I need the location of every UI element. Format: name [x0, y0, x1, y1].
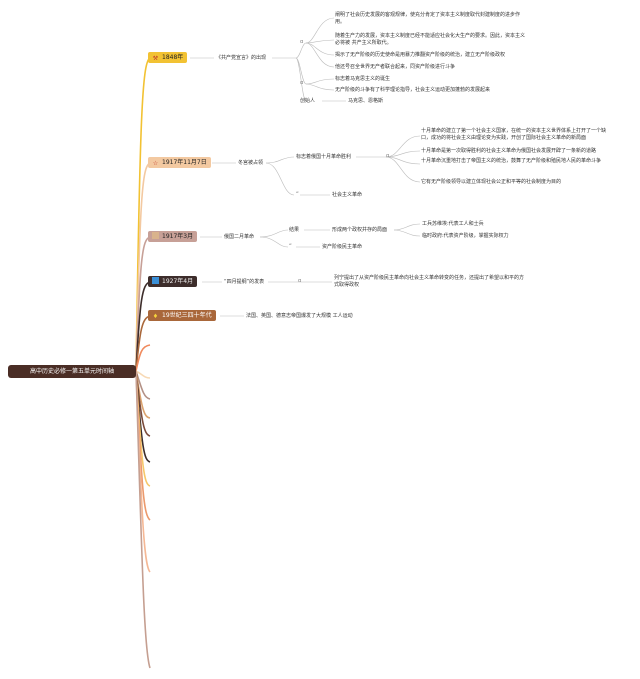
- node-19th-label: 19世纪三四十年代: [162, 312, 212, 319]
- node-1848-founder-value[interactable]: 马克思、恩格斯: [348, 98, 384, 104]
- node-19th-desc[interactable]: 法国、英国、德意志帝国爆发了大规模 工人运动: [246, 313, 353, 319]
- node-1927-mid[interactable]: “四月提纲”的发表: [224, 279, 265, 285]
- node-1917-11-mid[interactable]: 冬宫被占领: [238, 160, 264, 166]
- node-1917-11-sub2[interactable]: 社会主义革命: [332, 192, 363, 198]
- blue-square-icon: [152, 277, 159, 284]
- square-icon: [152, 232, 159, 239]
- branch-1848: [135, 57, 151, 372]
- branch-1917-3: [135, 236, 151, 372]
- node-1848-sig-2[interactable]: 无产阶级的斗争有了科学理论指导，社会主义运动更加蓬勃的发展起来: [335, 87, 491, 93]
- node-1917-3-nature[interactable]: 资产阶级民主革命: [322, 244, 363, 250]
- node-1848-mid[interactable]: 《共产党宣言》的出现: [216, 55, 267, 61]
- node-1917-3-label: 1917年3月: [162, 233, 194, 240]
- node-1848-sig-1[interactable]: 标志着马克思主义的诞生: [335, 76, 391, 82]
- node-1917-11-item-4[interactable]: 它有无产阶级领导以建立体现社会公正和平等的社会制度为目的: [421, 179, 562, 185]
- collapse-toggle[interactable]: ʷ: [296, 191, 299, 197]
- collapse-toggle[interactable]: ɑ: [300, 80, 304, 86]
- node-1917-11-item-2[interactable]: 十月革命是第一次取得胜利的社会主义革命为俄国社会发展开辟了一条新的道路: [421, 148, 597, 154]
- node-1917-3-result[interactable]: 结果: [289, 227, 300, 233]
- node-1848-founder-label[interactable]: 创始人: [300, 98, 316, 104]
- collapse-toggle[interactable]: ʷ: [289, 243, 292, 249]
- node-1848-label: 1848年: [162, 54, 184, 61]
- node-1848-item-1[interactable]: 阐明了社会历史发展的客观规律，使充分肯定了资本主义制度取代封建制度的进步作用。: [335, 12, 521, 25]
- node-1917-3-mid[interactable]: 俄国二月革命: [224, 234, 255, 240]
- branch-extra-10: [135, 370, 151, 669]
- node-1917-3-result-value[interactable]: 形成两个政权并存的局面: [332, 227, 388, 233]
- branch-1917-11: [135, 162, 151, 372]
- node-1917-11-item-1[interactable]: 十月革命的建立了第一个社会主义国家，在统一的资本主义世界体系上打开了一个缺口，成…: [421, 128, 607, 141]
- branch-extra-1: [135, 344, 151, 372]
- node-1927-label: 1927年4月: [162, 278, 194, 285]
- collapse-toggle[interactable]: ɑ: [386, 153, 390, 159]
- node-1917-3-item-2[interactable]: 临时政府:代表资产阶级，掌握实际权力: [422, 233, 509, 239]
- node-1848[interactable]: ⚒1848年: [148, 52, 188, 63]
- branch-extra-2: [135, 370, 151, 379]
- node-1917-11-item-3[interactable]: 十月革命沉重地打击了帝国主义的统治，鼓舞了无产阶级和殖民地人民的革命斗争: [421, 158, 602, 164]
- root-node[interactable]: 高中历史必修一第五单元时间轴: [8, 365, 136, 378]
- node-19th[interactable]: ♦19世纪三四十年代: [148, 310, 216, 321]
- node-1927-desc[interactable]: 列宁提出了从资产阶级民主革命向社会主义革命转变的任务，还提出了希望以和平的方式取…: [334, 275, 525, 288]
- node-1848-item-4[interactable]: 他还号召全世界无产者联合起来，同资产阶级进行斗争: [335, 64, 456, 70]
- node-1917-3-item-1[interactable]: 工兵苏维埃:代表工人和士兵: [422, 221, 484, 227]
- hammer-sickle-icon: ⚒: [152, 55, 159, 62]
- node-1917-3[interactable]: 1917年3月: [148, 231, 198, 242]
- node-1917-11-label: 1917年11月7日: [162, 159, 207, 166]
- node-1848-item-3[interactable]: 揭示了无产阶级的历史使命是用暴力推翻资产阶级的统治，建立无产阶级政权: [335, 52, 506, 58]
- node-1917-11[interactable]: ☆1917年11月7日: [148, 157, 211, 168]
- node-1848-item-2[interactable]: 随着生产力的发展，资本主义制度已经不能适应社会化大生产的要求。因此，资本主义必将…: [335, 33, 526, 46]
- node-1927[interactable]: 1927年4月: [148, 276, 198, 287]
- collapse-toggle[interactable]: ɑ: [300, 39, 304, 45]
- collapse-toggle[interactable]: ɑ: [298, 278, 302, 284]
- star-icon: ☆: [152, 160, 159, 167]
- gem-icon: ♦: [152, 313, 159, 320]
- branch-1927: [135, 281, 151, 372]
- node-1917-11-sub[interactable]: 标志着俄国十月革命胜利: [296, 154, 352, 160]
